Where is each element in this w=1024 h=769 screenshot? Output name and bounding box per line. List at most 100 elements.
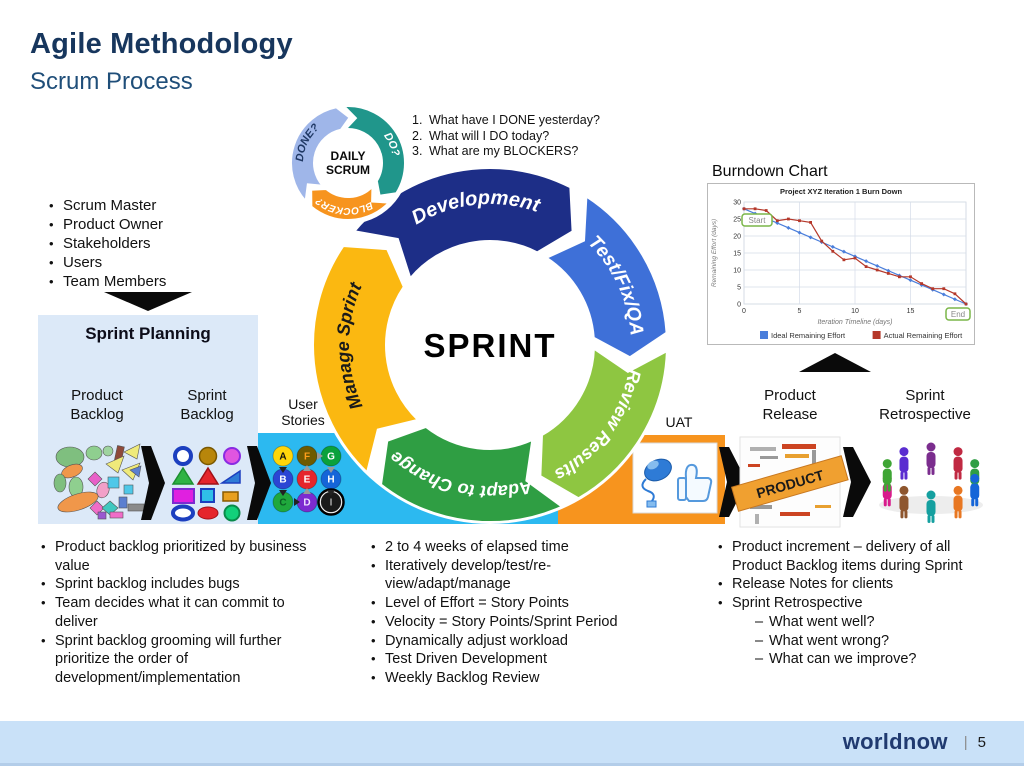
svg-text:0: 0 <box>737 302 741 309</box>
note-item: Sprint backlog grooming will further pri… <box>40 632 312 688</box>
note-item: Dynamically adjust workload <box>370 632 662 651</box>
participant-item: Team Members <box>48 272 268 291</box>
sub-note-item: What went well? <box>717 613 1001 632</box>
arrow-backlog-to-sprint <box>141 446 165 520</box>
footer-bar: worldnow | 5 <box>0 721 1024 766</box>
question-item: What will I DO today? <box>412 128 550 144</box>
svg-text:10: 10 <box>851 308 859 315</box>
participants-list: Scrum MasterProduct OwnerStakeholdersUse… <box>48 196 268 291</box>
note-item: Sprint backlog includes bugs <box>40 575 312 594</box>
sprint-backlog-image <box>171 446 241 522</box>
product-backlog-label: Product Backlog <box>70 387 124 423</box>
story-node-letter: C <box>279 498 286 509</box>
svg-text:0: 0 <box>742 308 746 315</box>
svg-text:10: 10 <box>733 268 741 275</box>
sprint-ring-segment-1 <box>544 194 668 359</box>
svg-text:25: 25 <box>733 217 741 224</box>
sprint-retrospective-image <box>879 442 983 523</box>
participant-item: Users <box>48 253 268 272</box>
arrow-participants-to-planning <box>104 292 192 311</box>
daily-scrum-center-label: DAILY SCRUM <box>308 149 388 177</box>
note-item: 2 to 4 weeks of elapsed time <box>370 538 662 557</box>
note-item: Weekly Backlog Review <box>370 669 662 688</box>
uat-label: UAT <box>665 414 693 430</box>
svg-text:Start: Start <box>749 216 767 225</box>
question-item: What are my BLOCKERS? <box>412 144 579 159</box>
product-release-image: PRODUCT <box>731 436 849 528</box>
brand-logo: worldnow <box>842 729 948 754</box>
participant-item: Scrum Master <box>48 196 268 215</box>
daily-scrum-line1: DAILY <box>330 149 366 163</box>
arrow-sprint-to-stories <box>247 446 271 520</box>
svg-text:5: 5 <box>798 308 802 315</box>
note-item: Release Notes for clients <box>717 575 1001 594</box>
page-number: 5 <box>977 733 986 751</box>
arrow-release-to-retro <box>843 447 871 517</box>
note-item: Iteratively develop/test/re-view/adapt/m… <box>370 557 662 594</box>
svg-text:15: 15 <box>907 308 915 315</box>
page-subtitle: Scrum Process <box>30 68 193 95</box>
burndown-chart-heading: Burndown Chart <box>712 163 828 180</box>
story-node-letter: I <box>330 498 333 509</box>
product-release-label: Product Release <box>762 387 818 423</box>
uat-image <box>632 442 718 514</box>
story-node-letter: G <box>327 452 335 463</box>
product-backlog-image <box>53 443 145 520</box>
sprint-retrospective-label: Sprint Retrospective <box>879 387 971 423</box>
note-item: Product increment – delivery of all Prod… <box>717 538 1001 575</box>
note-item: Team decides what it can commit to deliv… <box>40 594 312 631</box>
daily-ring-segment-0 <box>290 106 351 204</box>
chart-xlabel: Iteration Timeline (days) <box>817 319 892 326</box>
sprint-notes: 2 to 4 weeks of elapsed timeIteratively … <box>370 538 662 688</box>
planning-notes: Product backlog prioritized by business … <box>40 538 312 688</box>
sprint-backlog-label: Sprint Backlog <box>180 387 234 423</box>
story-grid-arrows <box>279 452 335 506</box>
daily-scrum-questions: What have I DONE yesterday?What will I D… <box>412 113 632 160</box>
thumbs-up-icon <box>677 463 713 502</box>
daily-scrum-ring: DONE?DO?BLOCKER? <box>287 102 409 224</box>
sprint-center-label: SPRINT <box>423 327 557 364</box>
svg-text:20: 20 <box>733 234 741 241</box>
sprint-planning-title: Sprint Planning <box>85 324 211 343</box>
start-badge <box>741 213 773 227</box>
user-stories-graph: A B C D E F G H I <box>272 445 345 516</box>
sprint-ring-segment-4 <box>312 244 420 475</box>
svg-text:15: 15 <box>733 251 741 258</box>
story-node-letter: E <box>304 475 311 486</box>
svg-text:End: End <box>951 310 965 319</box>
participant-item: Stakeholders <box>48 234 268 253</box>
svg-text:30: 30 <box>733 200 741 207</box>
daily-scrum-line2: SCRUM <box>326 163 370 177</box>
note-item: Level of Effort = Story Points <box>370 594 662 613</box>
story-node-A <box>272 445 294 467</box>
participant-item: Product Owner <box>48 215 268 234</box>
sprint-ring-segment-2 <box>539 346 668 500</box>
sub-note-item: What can we improve? <box>717 650 1001 669</box>
story-node-letter: D <box>303 498 310 509</box>
end-badge <box>945 307 971 321</box>
story-node-letter: A <box>279 452 286 463</box>
story-node-letter: H <box>327 475 334 486</box>
question-item: What have I DONE yesterday? <box>412 113 600 128</box>
svg-text:5: 5 <box>737 285 741 292</box>
chart-ylabel: Remaining Effort (days) <box>711 219 718 287</box>
release-notes: Product increment – delivery of all Prod… <box>717 538 1001 669</box>
daily-ring-segment-1 <box>341 105 406 197</box>
legend-entry-0: Ideal Remaining Effort <box>771 331 846 340</box>
sub-note-item: What went wrong? <box>717 632 1001 651</box>
story-node-letter: B <box>279 475 286 486</box>
page-separator: | <box>963 733 968 751</box>
story-node-letter: F <box>304 452 310 463</box>
daily-ring-segment-2 <box>310 184 392 221</box>
user-stories-label: User Stories <box>281 396 325 428</box>
note-item: Velocity = Story Points/Sprint Period <box>370 613 662 632</box>
page-title: Agile Methodology <box>30 28 293 60</box>
note-item: Product backlog prioritized by business … <box>40 538 312 575</box>
note-item: Sprint Retrospective <box>717 594 1001 613</box>
arrow-release-to-burndown <box>799 353 871 372</box>
note-item: Test Driven Development <box>370 650 662 669</box>
